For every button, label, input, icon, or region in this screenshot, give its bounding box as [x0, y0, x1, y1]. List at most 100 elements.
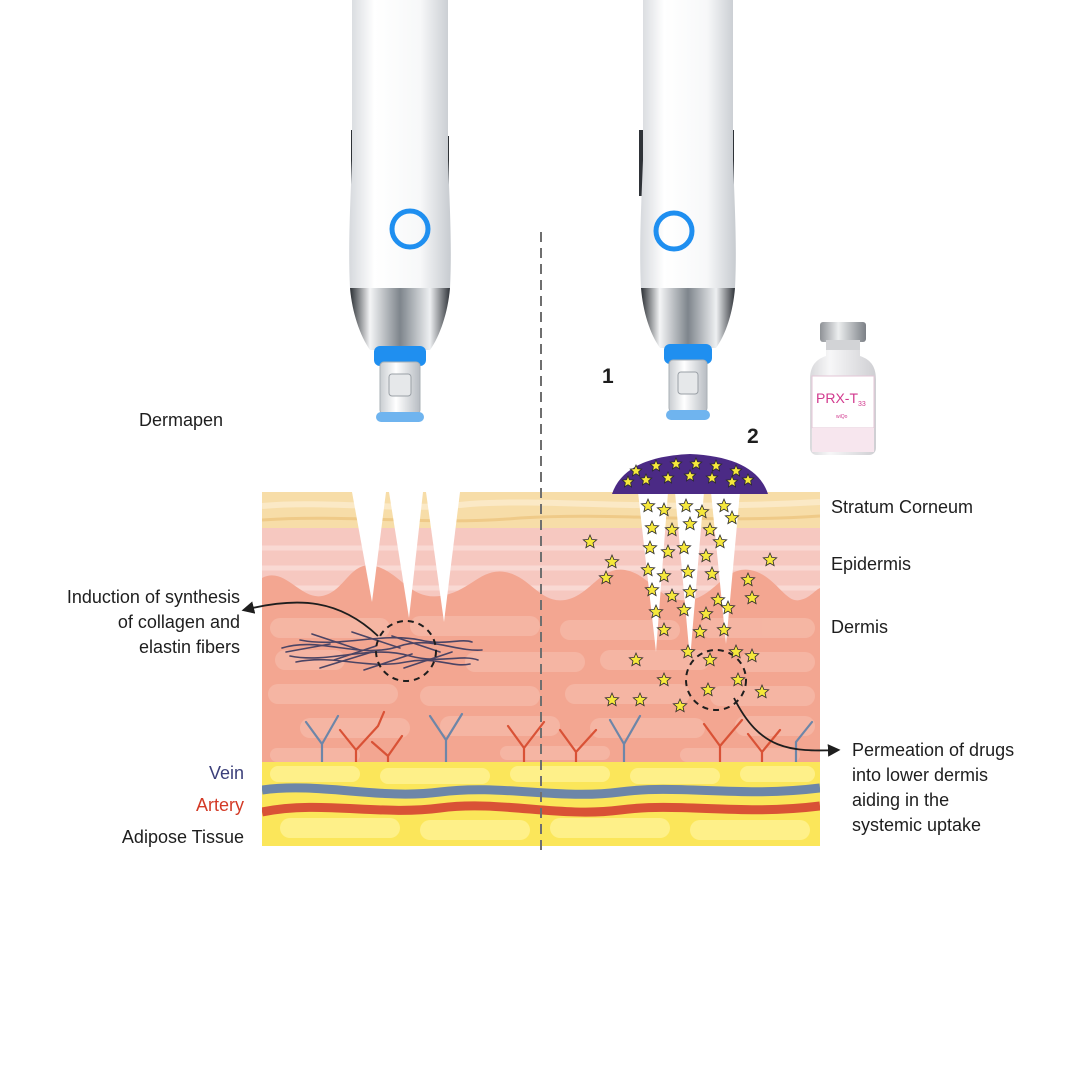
drug-molecule-star: [628, 651, 644, 667]
drug-molecule-star: [621, 474, 635, 488]
drug-molecule-star: [640, 561, 656, 577]
pen-blue-ring: [374, 346, 426, 366]
vial-brand-text: wiQo: [836, 414, 848, 420]
vein-label: Vein: [208, 763, 244, 783]
drug-molecule-star: [702, 651, 718, 667]
drug-molecule-star: [629, 463, 643, 477]
drug-molecule-star: [710, 591, 726, 607]
drug-molecule-star: [656, 621, 672, 637]
induction-label: Induction of synthesis of collagen and e…: [66, 587, 240, 657]
drug-molecule-star: [716, 621, 732, 637]
drug-molecule-star: [724, 509, 740, 525]
drug-molecule-star: [598, 569, 614, 585]
vial-label-text: PRX-T33: [816, 390, 866, 408]
drug-molecule-star: [604, 691, 620, 707]
drug-molecule-star: [744, 647, 760, 663]
drug-molecule-star: [725, 474, 739, 488]
pen-chrome-collar: [641, 288, 735, 348]
dermapen-device-left: [349, 0, 451, 422]
drug-molecule-star: [730, 671, 746, 687]
drug-molecule-star: [656, 671, 672, 687]
drug-molecules: [582, 456, 778, 713]
drug-molecule-star: [683, 468, 697, 482]
drug-molecule-star: [649, 458, 663, 472]
permeation-arrow: [733, 697, 841, 757]
drug-molecule-star: [639, 472, 653, 486]
drug-molecule-star: [682, 515, 698, 531]
drug-molecule-star: [672, 697, 688, 713]
micro-channels-left: [352, 492, 460, 622]
drug-molecule-star: [632, 691, 648, 707]
drug-molecule-star: [709, 458, 723, 472]
adipose-cells: [270, 766, 815, 840]
artery-vessel: [262, 801, 820, 817]
drug-molecule-star: [648, 603, 664, 619]
induction-arrow: [241, 601, 379, 637]
vial-label: [811, 375, 875, 429]
permeation-label: Permeation of drugs into lower dermis ai…: [852, 740, 1015, 835]
drug-molecule-star: [712, 533, 728, 549]
drug-molecule-star: [640, 497, 656, 513]
artery-label: Artery: [195, 795, 244, 815]
drug-molecule-star: [664, 521, 680, 537]
drug-molecule-star: [582, 533, 598, 549]
drug-molecule-star: [705, 470, 719, 484]
drug-molecule-star: [660, 543, 676, 559]
power-button-icon: [653, 210, 695, 252]
drug-molecule-star: [676, 601, 692, 617]
drug-molecule-star: [754, 683, 770, 699]
stratum-corneum-label: Stratum Corneum: [831, 497, 974, 517]
power-button-icon: [389, 208, 431, 250]
drug-molecule-star: [720, 599, 736, 615]
drug-molecule-star: [678, 497, 694, 513]
drug-molecule-star: [729, 463, 743, 477]
drug-molecule-star: [702, 521, 718, 537]
pen-tip-ring: [666, 410, 710, 420]
collagen-focus-circle: [375, 620, 437, 682]
collagen-fibers: [281, 631, 483, 671]
dermis-cells: [268, 616, 815, 762]
vial-neck: [826, 340, 860, 350]
drug-molecule-star: [656, 567, 672, 583]
drug-molecule-star: [644, 581, 660, 597]
epidermis-label: Epidermis: [831, 554, 912, 574]
step-2-label: 2: [747, 425, 759, 448]
drug-molecule-star: [716, 497, 732, 513]
drug-molecule-star: [676, 539, 692, 555]
drug-molecule-star: [661, 470, 675, 484]
drug-molecule-star: [740, 571, 756, 587]
drug-molecule-star: [762, 551, 778, 567]
dermis-label: Dermis: [831, 617, 888, 637]
drug-molecule-star: [700, 681, 716, 697]
drug-molecule-star: [689, 456, 703, 470]
drug-molecule-star: [644, 519, 660, 535]
drug-focus-circle: [685, 649, 747, 711]
drug-molecule-star: [642, 539, 658, 555]
drug-molecule-star: [698, 547, 714, 563]
drug-molecule-star: [692, 623, 708, 639]
drug-molecule-star: [682, 583, 698, 599]
vial-liquid: [812, 428, 874, 452]
drug-molecule-star: [680, 643, 696, 659]
drug-molecule-star: [728, 643, 744, 659]
drug-molecule-star: [704, 565, 720, 581]
pen-cartridge-window: [677, 371, 699, 395]
adipose-tissue-label: Adipose Tissue: [121, 827, 244, 847]
drug-molecule-star: [694, 503, 710, 519]
drug-molecule-star: [656, 501, 672, 517]
vein-vessel: [262, 783, 820, 799]
drug-molecule-star: [669, 456, 683, 470]
drug-molecule-star: [698, 605, 714, 621]
drug-molecule-star: [744, 589, 760, 605]
pen-chrome-collar: [350, 288, 450, 350]
dermapen-label: Dermapen: [139, 410, 224, 430]
dermapen-device-right: [639, 0, 736, 420]
vial-cap: [820, 322, 866, 342]
drug-molecule-star: [664, 587, 680, 603]
step-1-label: 1: [602, 365, 614, 388]
pen-blue-ring: [664, 344, 712, 364]
pen-tip-ring: [376, 412, 424, 422]
drug-molecule-star: [741, 472, 755, 486]
prx-t33-vial: PRX-T33 wiQo: [810, 322, 876, 455]
